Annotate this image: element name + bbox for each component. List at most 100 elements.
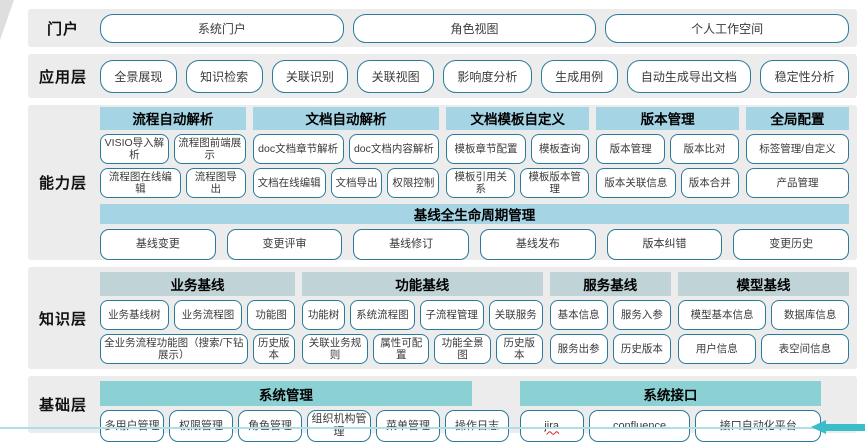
button-row: 模板章节配置模板查询 — [446, 133, 590, 164]
feature-button: confluence — [588, 410, 691, 442]
feature-button: 数据库信息 — [771, 300, 849, 330]
knowledge-group: 模型基线模型基本信息数据库信息用户信息表空间信息 — [677, 272, 849, 364]
button-row: 产品管理 — [746, 168, 849, 199]
portal-button: 系统门户 — [100, 13, 344, 43]
feature-button: 功能树 — [301, 300, 346, 330]
arrow-shaft — [826, 424, 865, 431]
feature-button: 关联业务规则 — [301, 333, 369, 364]
feature-button: 服务出参 — [549, 334, 608, 364]
layer-content: 系统门户角色视图个人工作空间 — [98, 9, 857, 47]
feature-button: jira — [519, 410, 584, 442]
feature-button: 版本关联信息 — [596, 168, 676, 199]
feature-button: 流程图在线编辑 — [100, 168, 181, 199]
feature-button: 接口自动化平台 — [695, 410, 821, 442]
baseline-button: 基线修订 — [353, 229, 470, 261]
application-button: 生成用例 — [540, 59, 618, 93]
feature-button: 多用户管理 — [100, 410, 164, 442]
button-row: 版本关联信息版本合并 — [596, 168, 739, 199]
feature-button: 业务基线树 — [100, 300, 169, 330]
layer-content: 业务基线业务基线树业务流程图功能图全业务流程功能图（搜索/下钻展示）历史版本功能… — [98, 267, 857, 369]
feature-button: 表空间信息 — [760, 334, 849, 364]
feature-button: 产品管理 — [746, 168, 849, 199]
feature-button: 版本合并 — [680, 168, 739, 199]
button-row: 关联业务规则属性可配置功能全景图历史版本 — [301, 333, 543, 364]
feature-button: 历史版本 — [612, 334, 671, 364]
layer-label: 门户 — [46, 20, 79, 38]
feature-button: 系统流程图 — [350, 300, 415, 330]
button-row: 用户信息表空间信息 — [677, 334, 849, 364]
layer-label: 能力层 — [38, 175, 87, 192]
baseline-button: 版本纠错 — [606, 229, 723, 261]
feature-button: 子流程管理 — [419, 300, 484, 330]
feature-button: 权限管理 — [169, 410, 233, 442]
feature-button: 模板版本管理 — [520, 168, 590, 199]
portal-button: 角色视图 — [352, 13, 597, 43]
application-button: 全景展现 — [100, 59, 177, 93]
baseline-lifecycle-header: 基线全生命周期管理 — [100, 204, 849, 225]
feature-button: 菜单管理 — [376, 410, 440, 442]
feature-button: 基本信息 — [549, 300, 608, 330]
application-button: 稳定性分析 — [760, 59, 849, 93]
application-button: 影响度分析 — [443, 59, 532, 93]
feature-button: VISIO导入解析 — [100, 133, 169, 164]
group-header: 模型基线 — [677, 272, 849, 296]
feature-button: 服务入参 — [612, 300, 671, 330]
group-header: 系统接口 — [519, 381, 821, 406]
feature-button: 功能图 — [247, 300, 295, 330]
feature-button: 组织机构管理 — [307, 410, 371, 442]
button-row: 系统门户角色视图个人工作空间 — [100, 13, 850, 43]
layer-band-application: 应用层全景展现知识检索关联识别关联视图影响度分析生成用例自动生成导出文档稳定性分… — [28, 54, 857, 98]
button-row: 流程图在线编辑流程图导出 — [100, 168, 246, 199]
feature-button: 文档在线编辑 — [252, 168, 326, 199]
group-header: 流程自动解析 — [100, 106, 246, 130]
capability-group: 文档模板自定义模板章节配置模板查询模板引用关系模板版本管理 — [446, 106, 590, 199]
button-row: 文档在线编辑文档导出权限控制 — [252, 168, 440, 199]
knowledge-group: 功能基线功能树系统流程图子流程管理关联服务关联业务规则属性可配置功能全景图历史版… — [301, 272, 543, 364]
button-row: 全景展现知识检索关联识别关联视图影响度分析生成用例自动生成导出文档稳定性分析 — [100, 59, 849, 93]
feature-button: 模板引用关系 — [446, 168, 516, 199]
corner-decoration — [0, 0, 14, 40]
layer-label: 应用层 — [38, 68, 87, 86]
button-row: 标签管理/自定义 — [746, 133, 849, 164]
knowledge-group: 业务基线业务基线树业务流程图功能图全业务流程功能图（搜索/下钻展示）历史版本 — [100, 272, 295, 364]
feature-button: 标签管理/自定义 — [746, 133, 849, 164]
architecture-diagram: 门户 系统门户角色视图个人工作空间应用层全景展现知识检索关联识别关联视图影响度分析… — [28, 9, 857, 442]
button-row: 服务出参历史版本 — [549, 334, 671, 364]
button-row: 基本信息服务入参 — [549, 300, 671, 330]
baseline-button: 基线变更 — [100, 229, 216, 261]
layer-content: 全景展现知识检索关联识别关联视图影响度分析生成用例自动生成导出文档稳定性分析 — [98, 54, 857, 98]
layer-label: 知识层 — [38, 310, 87, 328]
button-row: 多用户管理权限管理角色管理组织机构管理菜单管理操作日志 — [100, 410, 509, 442]
group-header: 版本管理 — [596, 106, 739, 130]
bottom-accent-line — [0, 427, 818, 429]
portal-button: 个人工作空间 — [605, 13, 850, 43]
capability-group: 版本管理版本管理版本比对版本关联信息版本合并 — [596, 106, 739, 199]
feature-button: 版本管理 — [596, 133, 666, 164]
button-row: 业务基线树业务流程图功能图 — [100, 300, 295, 330]
button-row: VISIO导入解析流程图前端展示 — [100, 133, 246, 164]
group-header: 业务基线 — [100, 272, 295, 296]
application-button: 关联识别 — [271, 59, 349, 93]
base-group: 系统管理多用户管理权限管理角色管理组织机构管理菜单管理操作日志 — [100, 381, 509, 442]
group-header: 文档自动解析 — [252, 106, 440, 130]
feature-button: 历史版本 — [495, 333, 543, 364]
application-button: 关联视图 — [357, 59, 434, 93]
feature-button: doc文档内容解析 — [348, 133, 440, 164]
feature-button: 模板查询 — [530, 133, 590, 164]
layer-band-portal: 门户 系统门户角色视图个人工作空间 — [28, 9, 857, 47]
feature-button: 操作日志 — [445, 410, 509, 442]
feature-button: 流程图前端展示 — [173, 133, 246, 164]
button-row: 模型基本信息数据库信息 — [677, 300, 849, 330]
button-row: 功能树系统流程图子流程管理关联服务 — [301, 300, 543, 330]
feature-button: 角色管理 — [238, 410, 302, 442]
knowledge-group: 服务基线基本信息服务入参服务出参历史版本 — [549, 272, 671, 364]
button-row: 全业务流程功能图（搜索/下钻展示）历史版本 — [100, 333, 295, 364]
